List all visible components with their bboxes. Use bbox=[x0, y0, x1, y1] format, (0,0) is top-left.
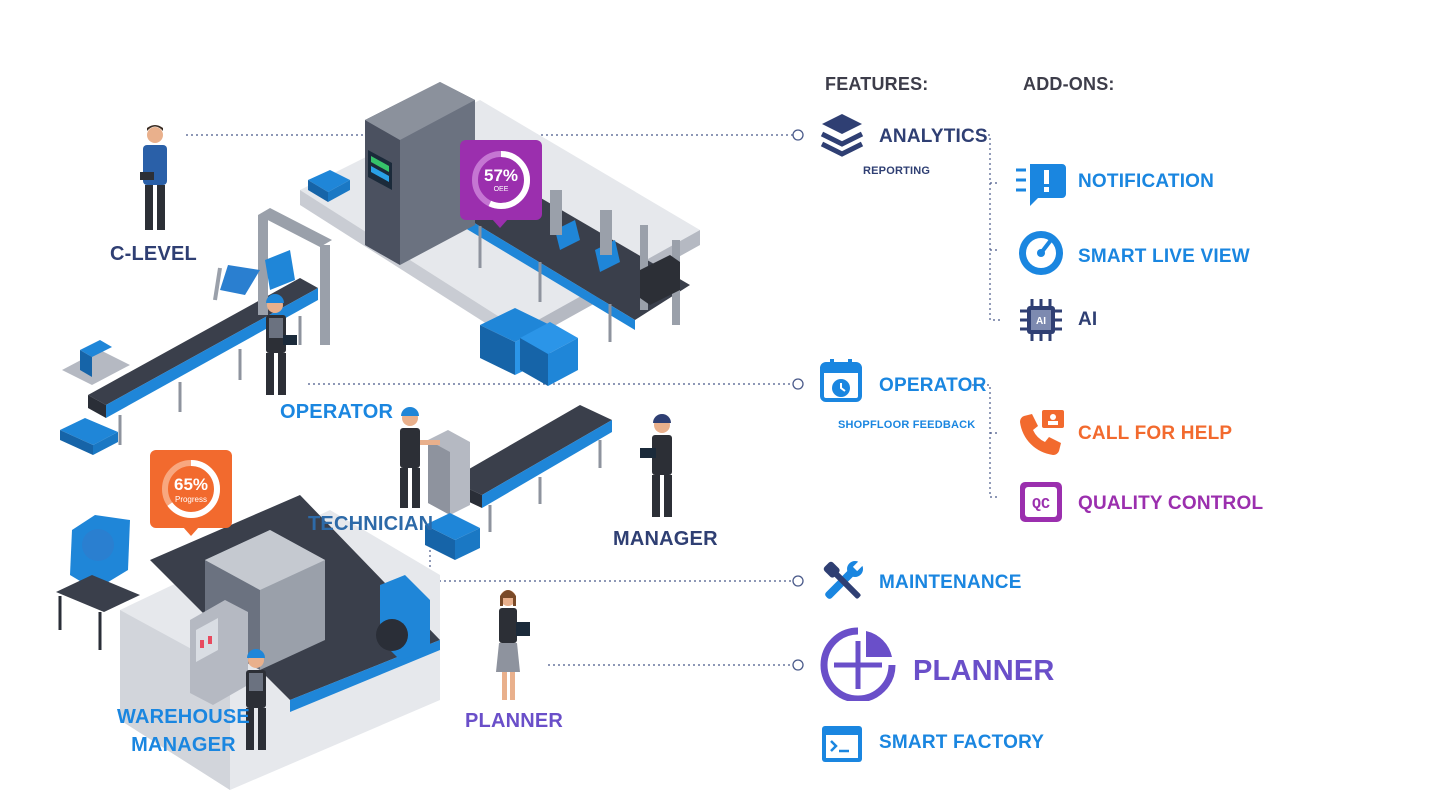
c-level-person bbox=[140, 125, 167, 230]
feature-analytics-label[interactable]: ANALYTICS bbox=[879, 126, 988, 147]
connector-technician bbox=[429, 530, 793, 582]
qc-icon-text: QC bbox=[1032, 496, 1050, 513]
operator-person bbox=[266, 294, 297, 395]
oee-badge-pointer bbox=[492, 219, 508, 228]
feature-analytics-sub: REPORTING bbox=[863, 165, 931, 177]
calendar-clock-icon bbox=[820, 359, 862, 402]
role-manager: MANAGER bbox=[613, 528, 718, 550]
progress-caption: Progress bbox=[174, 495, 207, 504]
role-planner: PLANNER bbox=[465, 710, 564, 732]
oee-gauge-ring bbox=[472, 151, 530, 209]
gauge-icon bbox=[1019, 231, 1063, 275]
phone-icon bbox=[1019, 410, 1064, 456]
progress-value: 65% bbox=[173, 475, 209, 494]
feature-operator-label[interactable]: OPERATOR bbox=[879, 375, 987, 396]
feature-maintenance-label[interactable]: MAINTENANCE bbox=[879, 572, 1022, 593]
top-production-line bbox=[300, 82, 700, 386]
feature-smart-factory-label[interactable]: SMART FACTORY bbox=[879, 732, 1045, 753]
role-c-level: C-LEVEL bbox=[110, 243, 197, 265]
addon-quality-control-label[interactable]: QUALITY CONTROL bbox=[1078, 493, 1264, 514]
wrench-screwdriver-icon bbox=[823, 560, 864, 599]
layers-icon bbox=[820, 114, 864, 157]
role-warehouse-line2: MANAGER bbox=[131, 734, 236, 756]
chip-icon-text: AI bbox=[1036, 316, 1046, 327]
connector-analytics-addons bbox=[978, 134, 1000, 321]
addon-smart-live-view-label[interactable]: SMART LIVE VIEW bbox=[1078, 246, 1250, 267]
oee-value: 57% bbox=[483, 166, 519, 185]
warehouse-manager-person bbox=[246, 649, 266, 750]
qc-badge-icon: QC bbox=[1020, 482, 1062, 522]
bottom-production-line bbox=[56, 495, 440, 790]
addon-ai-label[interactable]: AI bbox=[1078, 309, 1098, 330]
role-technician: TECHNICIAN bbox=[308, 513, 434, 535]
connector-operator-addons bbox=[972, 384, 1000, 498]
planner-person bbox=[496, 590, 530, 700]
role-warehouse-manager: WAREHOUSE MANAGER bbox=[117, 703, 250, 759]
oee-badge: 57% OEE bbox=[460, 140, 542, 220]
progress-gauge-ring bbox=[162, 460, 220, 518]
progress-badge-pointer bbox=[183, 527, 199, 536]
features-header: FEATURES: bbox=[825, 74, 929, 94]
technician-person bbox=[400, 407, 440, 508]
addon-notification-label[interactable]: NOTIFICATION bbox=[1078, 171, 1215, 192]
role-warehouse-line1: WAREHOUSE bbox=[117, 706, 250, 728]
role-operator: OPERATOR bbox=[280, 401, 394, 423]
chip-icon: AI bbox=[1020, 299, 1062, 341]
target-clock-icon bbox=[820, 627, 896, 701]
addon-call-for-help-label[interactable]: CALL FOR HELP bbox=[1078, 423, 1233, 444]
alert-bubble-icon bbox=[1016, 164, 1066, 206]
feature-operator-sub: SHOPFLOOR FEEDBACK bbox=[838, 419, 976, 431]
feature-planner-label[interactable]: PLANNER bbox=[913, 655, 1055, 687]
manager-person bbox=[640, 414, 672, 517]
addons-header: ADD-ONS: bbox=[1023, 74, 1115, 94]
terminal-window-icon bbox=[822, 726, 862, 762]
oee-caption: OEE bbox=[493, 186, 509, 193]
middle-production-line bbox=[425, 405, 612, 560]
left-production-line bbox=[60, 208, 332, 455]
connector-nodes bbox=[792, 129, 804, 671]
progress-badge: 65% Progress bbox=[150, 450, 232, 528]
